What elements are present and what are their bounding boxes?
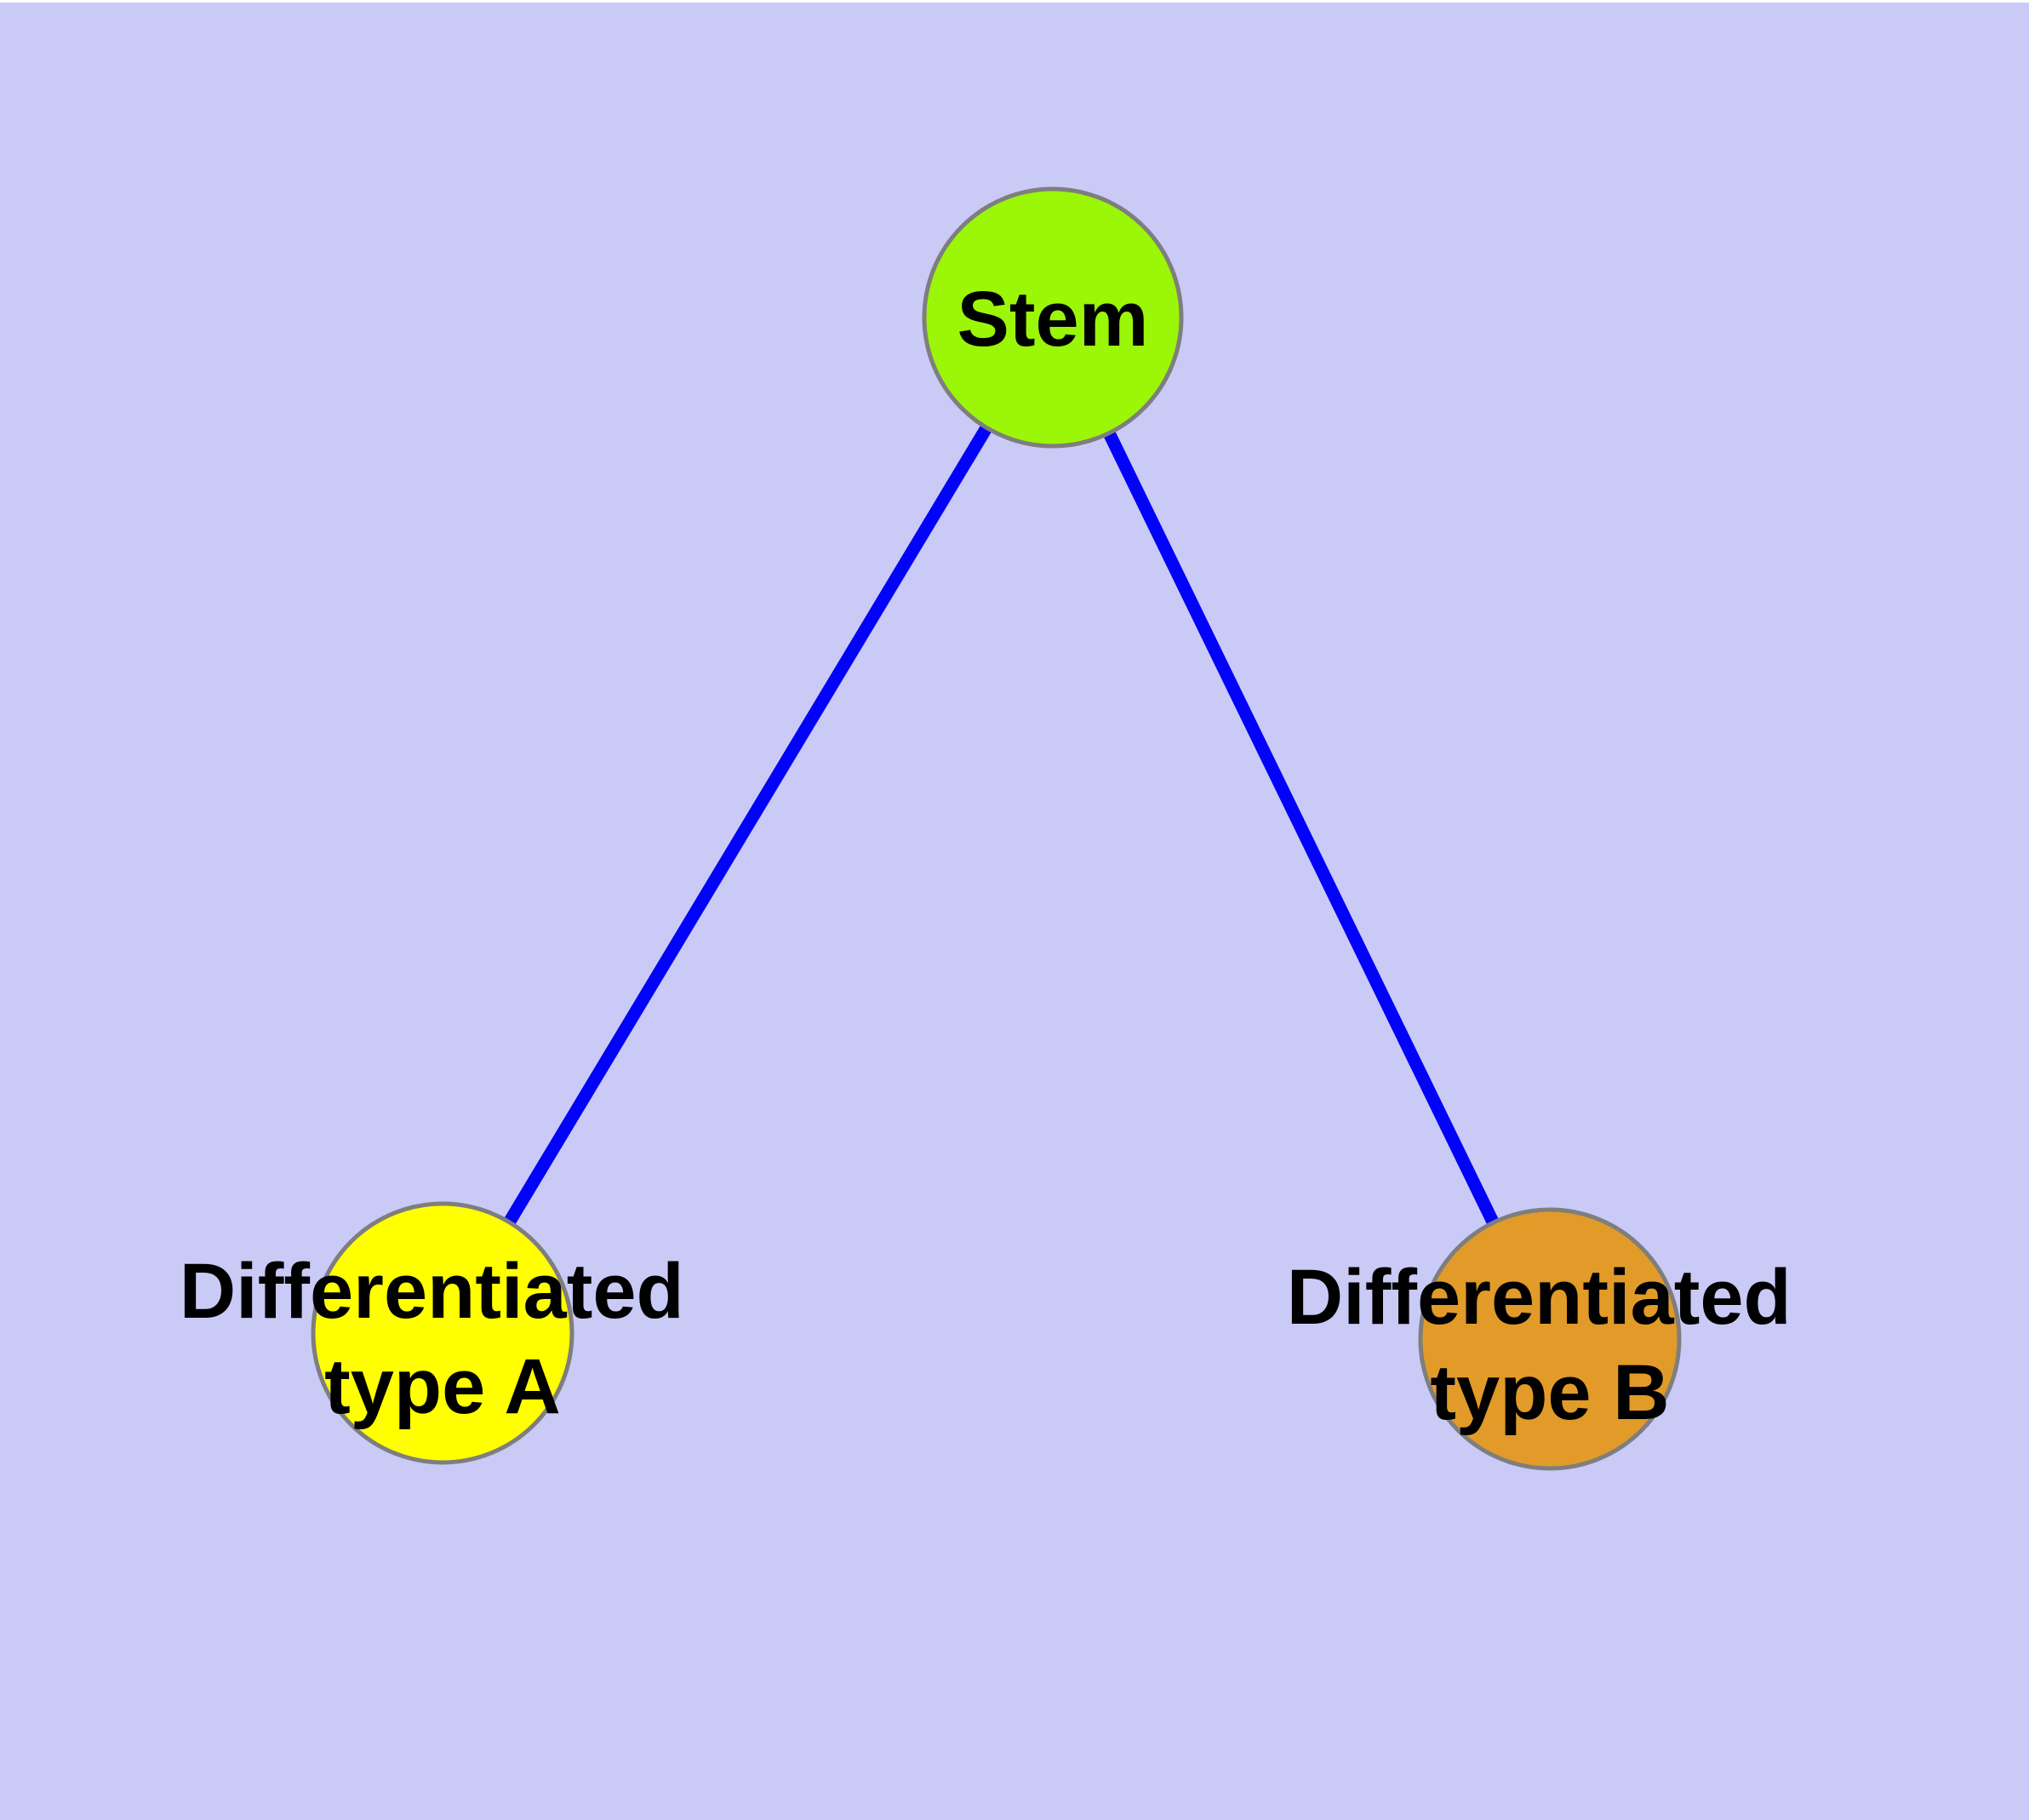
node-differentiated-type-a xyxy=(311,1201,574,1465)
edge-stem-to-type-a xyxy=(437,314,1059,1336)
node-differentiated-type-b xyxy=(1418,1207,1682,1471)
node-type-a-label-line1: Differentiated xyxy=(180,1248,684,1335)
node-type-a-label: Differentiated type A xyxy=(180,1248,706,1430)
edge-stem-to-type-b xyxy=(1047,314,1556,1342)
node-type-b-label-line1: Differentiated xyxy=(1287,1254,1792,1341)
node-type-b-label: Differentiated type B xyxy=(1287,1254,1814,1436)
node-stem xyxy=(922,186,1184,449)
node-stem-label: Stem xyxy=(957,276,1149,363)
node-type-a-label-line2: type A xyxy=(324,1343,561,1430)
node-type-b-label-line2: type B xyxy=(1430,1349,1669,1436)
